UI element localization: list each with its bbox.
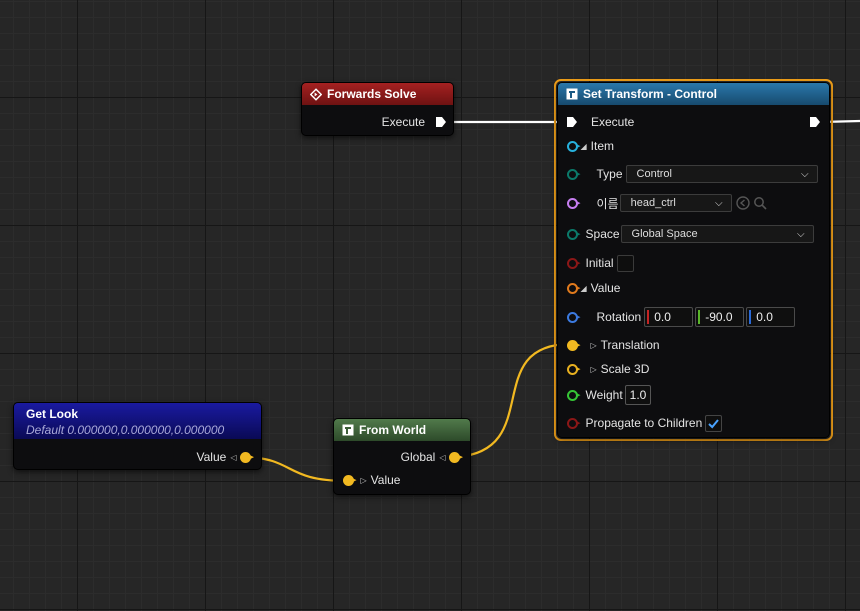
weight-pin[interactable] (567, 389, 578, 401)
propagate-pin[interactable] (567, 417, 578, 429)
pin-arrow-icon: ▸ (577, 366, 581, 373)
type-pin[interactable] (567, 168, 578, 180)
rotation-label: Rotation (596, 310, 642, 324)
from-world-global-label: Global (400, 450, 436, 464)
function-icon (566, 88, 578, 100)
value-output-pin[interactable] (240, 451, 252, 463)
collapse-triangle-icon[interactable]: ◢ (580, 283, 587, 293)
get-look-header[interactable]: Get Look Default 0.000000,0.000000,0.000… (14, 403, 261, 439)
forwards-solve-header[interactable]: Forwards Solve (302, 83, 453, 105)
name-dropdown-value: head_ctrl (630, 197, 676, 209)
set-transform-node[interactable]: Set Transform - Control Execute ▸ ◢ Item… (557, 82, 830, 438)
pin-arrow-icon: ▸ (250, 454, 254, 461)
weight-label: Weight (585, 388, 623, 402)
rotation-y-value: -90.0 (705, 310, 733, 324)
rotation-z-value: 0.0 (756, 310, 773, 324)
from-world-node[interactable]: From World Global ◁ ▸ ▸ ▷ Value (333, 418, 471, 495)
axis-z-marker (749, 310, 752, 324)
rotation-pin[interactable] (567, 311, 578, 323)
exec-output-pin[interactable] (435, 116, 447, 128)
type-dropdown-value: Control (636, 168, 672, 180)
get-look-node[interactable]: Get Look Default 0.000000,0.000000,0.000… (13, 402, 262, 470)
expand-triangle-icon[interactable]: ▷ (590, 364, 597, 374)
space-pin[interactable] (567, 228, 578, 240)
forwards-solve-title: Forwards Solve (327, 87, 417, 101)
space-dropdown[interactable]: Global Space ⌵ (620, 225, 814, 243)
pin-arrow-icon: ▸ (353, 477, 357, 484)
scale-pin[interactable] (567, 363, 578, 375)
set-transform-execute-label: Execute (591, 115, 635, 129)
rotation-y-field[interactable]: -90.0 (695, 307, 745, 327)
forwards-solve-execute-label: Execute (381, 115, 425, 129)
chevron-down-icon: ⌵ (715, 197, 723, 209)
expand-triangle-icon[interactable]: ▷ (360, 475, 367, 485)
space-label: Space (585, 227, 620, 241)
axis-x-marker (647, 310, 650, 324)
weight-field[interactable]: 1.0 (624, 385, 652, 405)
pin-arrow-icon: ▸ (577, 231, 581, 238)
from-world-title: From World (359, 423, 427, 437)
initial-label: Initial (585, 256, 614, 270)
pin-arrow-icon: ▸ (577, 200, 581, 207)
translation-pin[interactable] (567, 339, 578, 351)
vector-wire-getlook-to-fromworld (246, 455, 348, 483)
checkmark-icon (708, 418, 720, 428)
set-transform-header[interactable]: Set Transform - Control (558, 83, 829, 105)
value-input-pin[interactable] (343, 474, 354, 486)
collapse-arrow-icon: ◁ (230, 452, 237, 462)
pin-arrow-icon: ▸ (577, 342, 581, 349)
rotation-z-field[interactable]: 0.0 (746, 307, 796, 327)
initial-pin[interactable] (567, 257, 578, 269)
value-label: Value (590, 281, 621, 295)
type-dropdown[interactable]: Control ⌵ (625, 165, 818, 183)
pin-arrow-icon: ▸ (577, 260, 581, 267)
weight-value: 1.0 (629, 388, 647, 402)
space-dropdown-value: Global Space (631, 228, 698, 240)
axis-y-marker (698, 310, 701, 324)
rotation-x-field[interactable]: 0.0 (644, 307, 694, 327)
chevron-down-icon: ⌵ (800, 168, 809, 180)
initial-checkbox[interactable] (616, 254, 634, 272)
get-look-subtitle: Default 0.000000,0.000000,0.000000 (26, 423, 225, 437)
set-transform-title: Set Transform - Control (583, 87, 718, 101)
pin-arrow-icon: ▸ (577, 420, 581, 427)
item-label: Item (590, 139, 615, 153)
pin-arrow-icon: ▸ (577, 285, 581, 292)
from-world-value-label: Value (370, 473, 401, 487)
value-pin[interactable] (567, 282, 578, 294)
pin-arrow-icon: ▸ (577, 392, 581, 399)
chevron-down-icon: ⌵ (796, 228, 805, 240)
item-pin[interactable] (567, 140, 578, 152)
search-icon[interactable] (753, 196, 767, 210)
get-look-title: Get Look (26, 407, 79, 421)
get-look-value-label: Value (196, 450, 227, 464)
expand-triangle-icon[interactable]: ▷ (590, 340, 597, 350)
function-icon (342, 424, 354, 436)
name-dropdown[interactable]: head_ctrl ⌵ (619, 194, 732, 212)
pin-arrow-icon: ▸ (459, 454, 463, 461)
diamond-event-icon (310, 87, 322, 101)
type-label: Type (596, 167, 623, 181)
name-pin[interactable] (567, 197, 578, 209)
collapse-triangle-icon[interactable]: ◢ (580, 141, 587, 151)
name-label: 이름 (596, 196, 619, 211)
propagate-label: Propagate to Children (585, 416, 703, 430)
collapse-arrow-icon: ◁ (439, 452, 446, 462)
forwards-solve-node[interactable]: Forwards Solve Execute (301, 82, 454, 136)
exec-output-pin[interactable] (809, 116, 821, 128)
set-transform-selection-outline (554, 79, 833, 441)
translation-label: Translation (600, 338, 660, 352)
propagate-checkbox[interactable] (705, 414, 723, 432)
scale-label: Scale 3D (600, 362, 650, 376)
pin-arrow-icon: ▸ (577, 171, 581, 178)
pin-arrow-icon: ▸ (577, 314, 581, 321)
global-output-pin[interactable] (449, 451, 461, 463)
rotation-x-value: 0.0 (654, 310, 671, 324)
pin-arrow-icon: ▸ (577, 143, 581, 150)
from-world-header[interactable]: From World (334, 419, 470, 441)
exec-input-pin[interactable] (566, 116, 578, 128)
use-selected-icon[interactable] (735, 196, 750, 210)
